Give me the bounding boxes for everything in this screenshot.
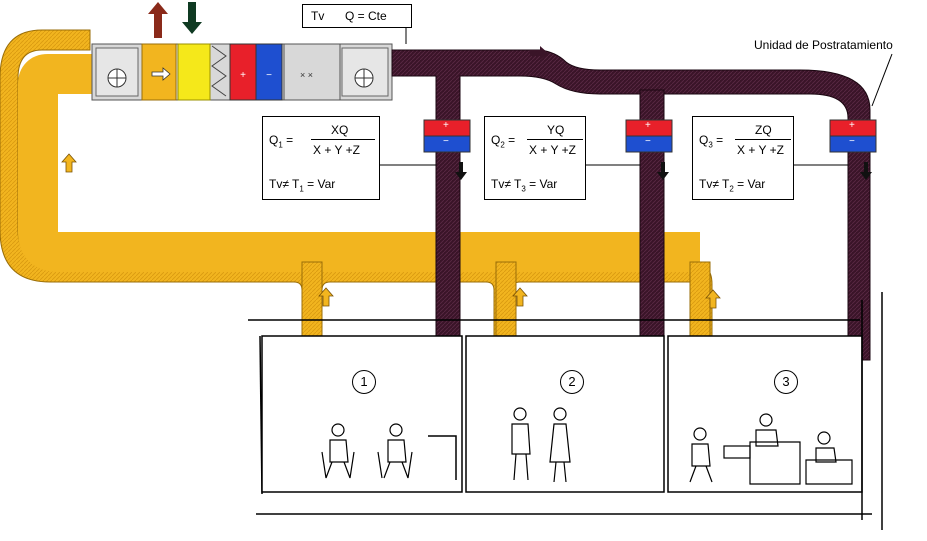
formula-3-q: Q3 = — [699, 133, 724, 150]
down-arrow-icons — [455, 162, 872, 180]
room-1-number: 1 — [352, 370, 376, 394]
room-1 — [261, 335, 463, 493]
heating-coil — [229, 43, 257, 101]
reheat-coil-2 — [625, 119, 673, 153]
coil-2-minus: − — [645, 136, 651, 147]
formula-1-numerator: XQ — [331, 123, 349, 137]
formula-1-fraction-line — [311, 139, 375, 140]
people-room-1 — [321, 423, 413, 479]
svg-text:+: + — [240, 70, 246, 81]
coil-1-minus: − — [443, 136, 449, 147]
room-3-number: 3 — [774, 370, 798, 394]
formula-3-fraction-line — [735, 139, 791, 140]
formula-2-denominator: X + Y +Z — [529, 143, 576, 157]
coil-3-minus: − — [849, 136, 855, 147]
people-room-2 — [511, 407, 571, 483]
coil-2-plus: + — [645, 120, 651, 131]
return-duct-loop — [18, 54, 700, 272]
formula-1-temp: Tv≠ T1 = Var — [269, 177, 336, 194]
formula-box-1: Q1 = XQ X + Y +Z Tv≠ T1 = Var — [262, 116, 380, 200]
reheat-coil-1 — [423, 119, 471, 153]
supply-duct — [391, 49, 871, 361]
formula-1-denominator: X + Y +Z — [313, 143, 360, 157]
cooling-coil — [255, 43, 283, 101]
formula-2-numerator: YQ — [547, 123, 565, 137]
outdoor-air-arrow-icon — [182, 2, 202, 34]
people-room-3 — [689, 413, 853, 485]
formula-box-2: Q2 = YQ X + Y +Z Tv≠ T3 = Var — [484, 116, 586, 200]
formula-box-3: Q3 = ZQ X + Y +Z Tv≠ T2 = Var — [692, 116, 794, 200]
unit-label: Unidad de Postratamiento — [754, 38, 893, 52]
filter — [177, 43, 211, 101]
reheat-coil-3 — [829, 119, 877, 153]
air-handling-unit: + − × × — [91, 43, 393, 101]
formula-3-numerator: ZQ — [755, 123, 772, 137]
svg-text:× ×: × × — [300, 70, 313, 80]
formula-2-q: Q2 = — [491, 133, 516, 150]
formula-3-temp: Tv≠ T2 = Var — [699, 177, 766, 194]
formula-2-temp: Tv≠ T3 = Var — [491, 177, 558, 194]
supply-flow-arrow-icon — [530, 46, 548, 60]
header-box: Tv Q = Cte — [302, 4, 412, 28]
humidifier — [283, 43, 341, 101]
room-2-number: 2 — [560, 370, 584, 394]
header-flow: Q = Cte — [345, 9, 387, 23]
formula-3-denominator: X + Y +Z — [737, 143, 784, 157]
coil-3-plus: + — [849, 120, 855, 131]
formula-2-fraction-line — [527, 139, 583, 140]
formula-1-q: Q1 = — [269, 133, 294, 150]
svg-text:−: − — [266, 70, 272, 81]
coil-1-plus: + — [443, 120, 449, 131]
exhaust-arrow-icon — [148, 2, 168, 38]
header-tv: Tv — [311, 9, 325, 23]
